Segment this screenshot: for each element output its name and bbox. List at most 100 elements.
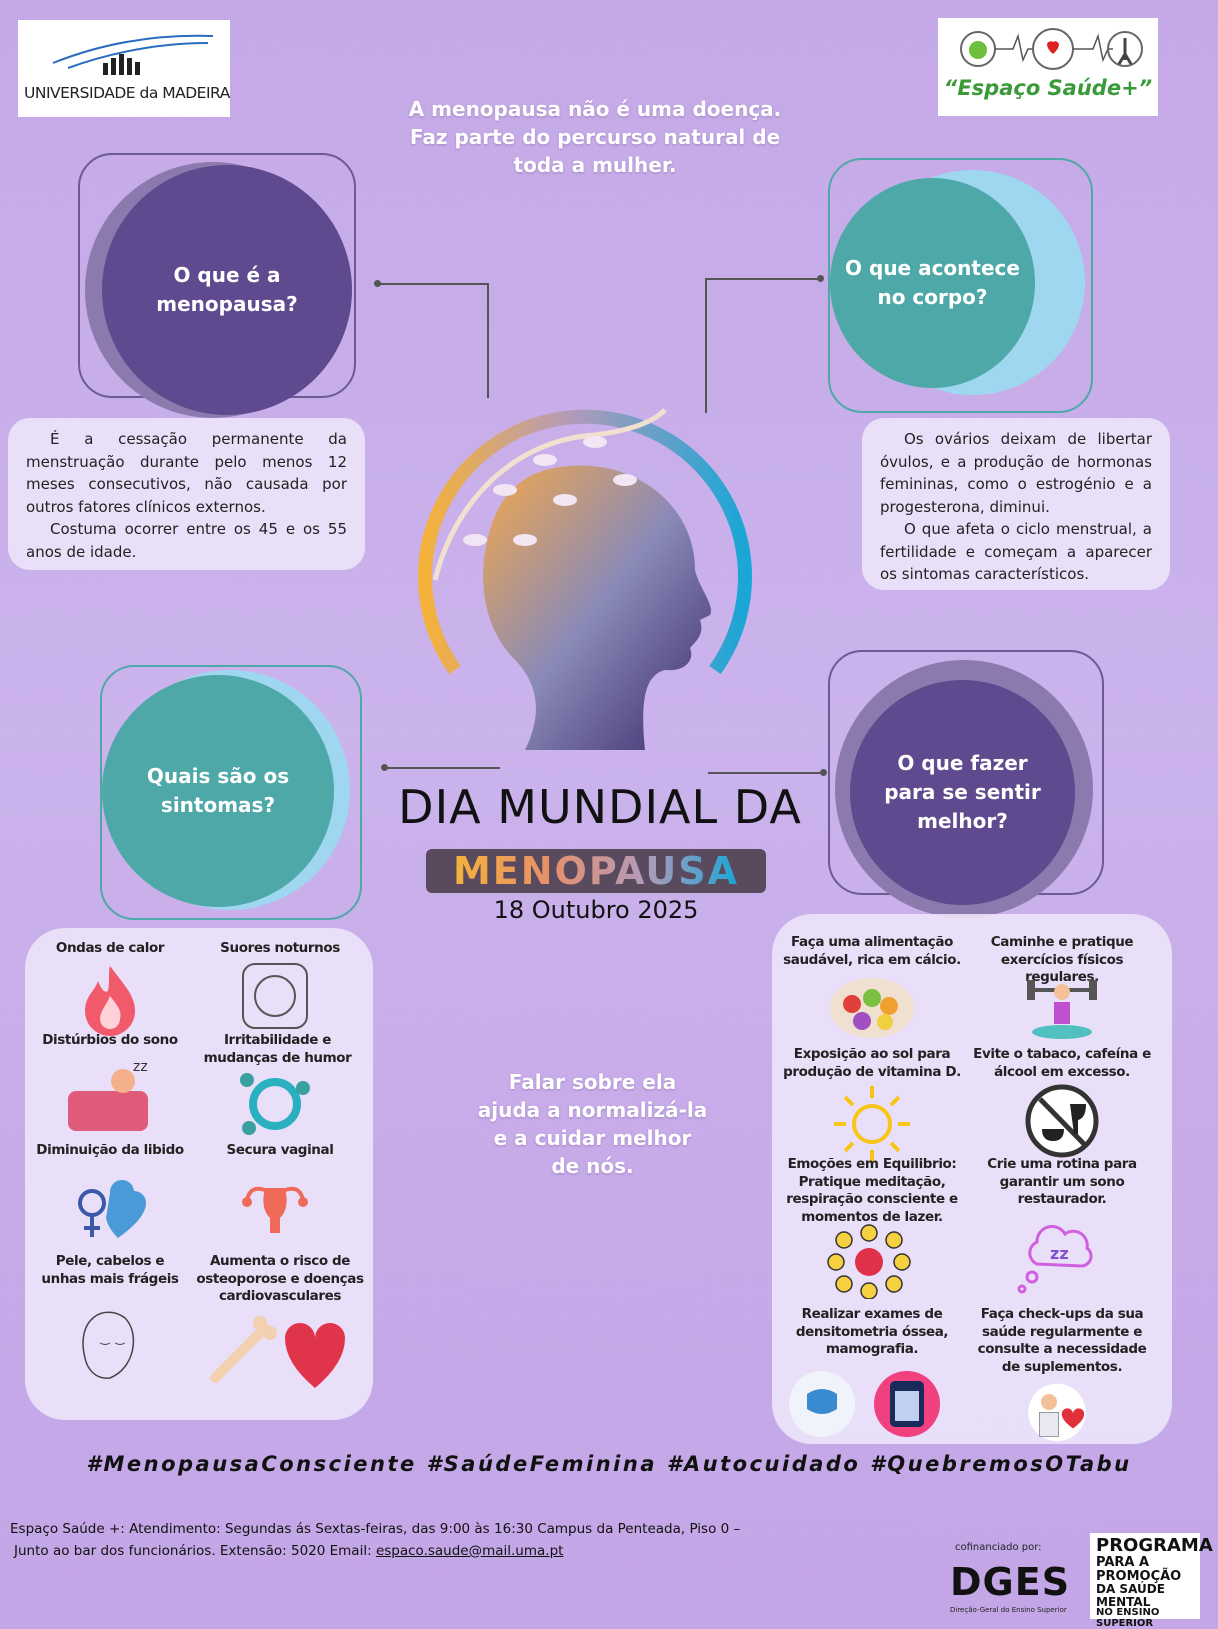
intro-line: toda a mulher. [513, 153, 677, 177]
emotions-icon [827, 1224, 912, 1299]
connector [385, 767, 500, 769]
tip-label: Exposição ao sol para produção de vitami… [783, 1046, 961, 1080]
body-frame [828, 158, 1093, 413]
connector [487, 283, 489, 398]
heading-line: O que acontece [845, 256, 1020, 280]
heading-line: melhor? [917, 809, 1008, 833]
symptom-label: Pele, cabelos e unhas mais frágeis [41, 1253, 179, 1287]
tip-label: Realizar exames de densitometria óssea, … [795, 1306, 949, 1358]
symptoms-frame [100, 665, 362, 920]
what-description: É a cessação permanente da menstruação d… [8, 418, 365, 570]
paragraph: Os ovários deixam de libertar óvulos, e … [880, 430, 1152, 516]
heading-line: no corpo? [877, 285, 988, 309]
exam-icon [782, 1369, 952, 1439]
footer-line: Espaço Saúde +: Atendimento: Segundas ás… [10, 1521, 741, 1537]
symptom-label: Diminuição da libido [36, 1142, 184, 1158]
woman-silhouette-illustration [418, 408, 752, 750]
body-description: Os ovários deixam de libertar óvulos, e … [862, 418, 1170, 590]
uterus-icon [235, 1168, 315, 1238]
event-menopausa-banner: MENOPAUSA [426, 849, 766, 893]
message-line: Falar sobre ela [508, 1070, 677, 1094]
no-coffee-alcohol-icon [1022, 1084, 1102, 1159]
connector [378, 283, 488, 285]
email-link[interactable]: espaco.saude@mail.uma.pt [375, 1542, 564, 1559]
tip-label: Faça uma alimentação saudável, rica em c… [783, 934, 961, 968]
connector-dot [374, 280, 381, 287]
tip-label: Emoções em Equilibrio: Pratique meditaçã… [786, 1156, 958, 1225]
sleepless-person-icon: zz [60, 1053, 155, 1138]
hashtags: #MenopausaConsciente #SaúdeFeminina #Aut… [86, 1452, 1132, 1476]
symptom-label: Irritabilidade e mudanças de humor [203, 1032, 352, 1066]
uma-logo-graphic [52, 34, 214, 75]
heading-line: O que fazer [897, 751, 1028, 775]
paragraph: O que afeta o ciclo menstrual, a fertili… [880, 520, 1152, 583]
heading-line: para se sentir [884, 780, 1041, 804]
symptom-label: Secura vaginal [226, 1142, 334, 1158]
tip-label: Caminhe e pratique exercícios físicos re… [990, 934, 1134, 986]
svg-text:zz: zz [133, 1059, 148, 1075]
message-line: ajuda a normalizá-la [477, 1098, 708, 1122]
connector [705, 278, 707, 413]
footer-line: Junto ao bar dos funcionários. Extensão:… [14, 1542, 376, 1559]
connector-dot [820, 769, 827, 776]
sun-icon [832, 1084, 912, 1164]
connector-dot [381, 764, 388, 771]
dges-subtitle: Direção-Geral do Ensino Superior [950, 1606, 1067, 1614]
espaco-saude-logo-text: “Espaço Saúde+” [943, 76, 1153, 100]
what-heading: O que é a menopausa? [102, 165, 352, 415]
tips-card: Faça uma alimentação saudável, rica em c… [772, 914, 1172, 1444]
uma-logo-text: UNIVERSIDADE da MADEIRA [24, 84, 230, 102]
paragraph: Costuma ocorrer entre os 45 e os 55 anos… [26, 520, 347, 561]
uma-logo: UNIVERSIDADE da MADEIRA [18, 20, 230, 117]
event-date: 18 Outubro 2025 [493, 896, 699, 924]
cofinanciado-label: cofinanciado por: [955, 1542, 1042, 1553]
sweating-face-icon [235, 956, 315, 1036]
symptoms-card: Ondas de calor Suores noturnos Distúrbio… [25, 928, 373, 1420]
symptom-label: Suores noturnos [220, 940, 340, 956]
programa-line: DA SAÚDE MENTAL [1096, 1582, 1165, 1609]
better-heading: O que fazer para se sentir melhor? [850, 680, 1075, 905]
heading-line: Quais são os [146, 764, 290, 788]
bone-heart-icon [205, 1313, 355, 1393]
programa-logo: PROGRAMA PARA A PROMOÇÃO DA SAÚDE MENTAL… [1090, 1533, 1213, 1629]
message-line: de nós. [551, 1154, 634, 1178]
symptom-label: Distúrbios do sono [42, 1032, 178, 1048]
tip-label: Evite o tabaco, cafeína e álcool em exce… [973, 1046, 1151, 1080]
connector [708, 772, 823, 774]
event-title: DIA MUNDIAL DA [398, 780, 802, 834]
intro-text: A menopausa não é uma doença. Faz parte … [395, 95, 795, 179]
doctor-icon [1017, 1382, 1097, 1442]
heading-line: O que é a [173, 263, 281, 287]
food-bowl-icon [827, 976, 917, 1041]
health-icons [960, 28, 1143, 70]
connector-dot [817, 275, 824, 282]
sleep-cloud-icon: zz [1012, 1219, 1102, 1299]
exercise-icon [1022, 974, 1102, 1044]
svg-text:zz: zz [1050, 1244, 1069, 1263]
symptoms-heading: Quais são os sintomas? [102, 675, 334, 907]
heading-line: sintomas? [160, 793, 276, 817]
tip-label: Crie uma rotina para garantir um sono re… [987, 1156, 1137, 1208]
connector [705, 278, 820, 280]
intro-line: A menopausa não é uma doença. [408, 97, 782, 121]
tip-label: Faça check-ups da sua saúde regularmente… [977, 1306, 1147, 1375]
body-heading: O que acontece no corpo? [830, 178, 1035, 388]
paragraph: É a cessação permanente da menstruação d… [26, 430, 347, 516]
center-message: Falar sobre ela ajuda a normalizá-la e a… [460, 1068, 725, 1180]
symptom-label: Ondas de calor [55, 940, 165, 956]
programa-line: PARA A PROMOÇÃO [1096, 1554, 1182, 1584]
dges-logo: DGES [950, 1560, 1071, 1604]
flame-icon [75, 958, 145, 1038]
event-menopausa-text: MENOPAUSA [452, 849, 740, 893]
face-icon [65, 1298, 150, 1388]
symptom-label: Aumenta o risco de osteoporose e doenças… [196, 1253, 364, 1305]
message-line: e a cuidar melhor [493, 1126, 692, 1150]
heart-female-icon [70, 1178, 150, 1248]
programa-line: NO ENSINO SUPERIOR [1096, 1607, 1160, 1629]
footer-contact: Espaço Saúde +: Atendimento: Segundas ás… [10, 1519, 740, 1562]
heading-line: menopausa? [156, 292, 298, 316]
programa-line: PROGRAMA [1096, 1535, 1213, 1556]
espaco-saude-logo: “Espaço Saúde+” [938, 18, 1158, 116]
mood-cycle-icon [235, 1068, 315, 1138]
intro-line: Faz parte do percurso natural de [409, 125, 781, 149]
